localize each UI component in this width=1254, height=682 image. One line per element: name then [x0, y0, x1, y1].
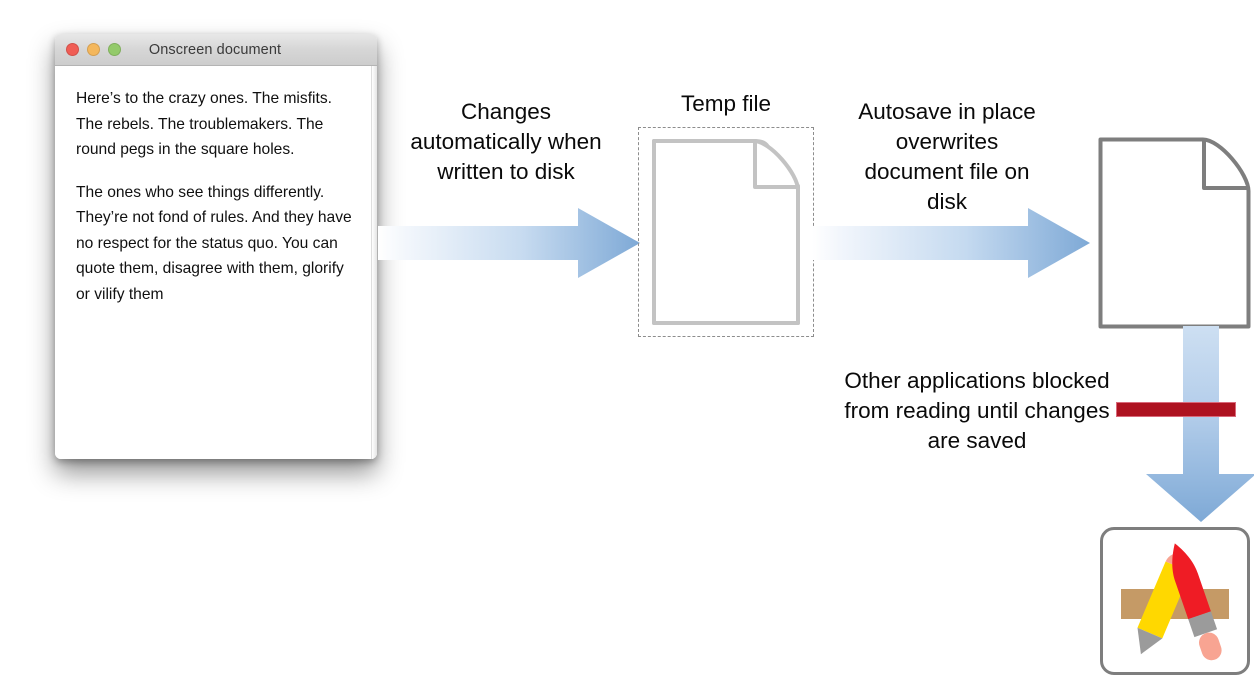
document-paragraph-2: The ones who see things differently. The…	[76, 183, 352, 303]
window-titlebar[interactable]: Onscreen document	[55, 34, 377, 66]
document-paragraph-1: Here’s to the crazy ones. The misfits. T…	[76, 90, 332, 158]
label-changes-automatically: Changes automatically when written to di…	[410, 99, 602, 184]
temp-file-group	[638, 127, 814, 337]
traffic-lights	[66, 43, 121, 56]
zoom-button-icon[interactable]	[108, 43, 121, 56]
minimize-button-icon[interactable]	[87, 43, 100, 56]
label-autosave-in-place: Autosave in place overwrites document fi…	[858, 99, 1036, 214]
close-button-icon[interactable]	[66, 43, 79, 56]
document-text-area[interactable]: Here’s to the crazy ones. The misfits. T…	[55, 66, 377, 459]
scrollbar[interactable]	[371, 66, 377, 459]
arrow-temp-to-document-icon	[812, 208, 1090, 278]
blocking-bar	[1116, 402, 1236, 417]
label-other-applications-blocked: Other applications blocked from reading …	[844, 368, 1110, 453]
red-pen-icon	[1172, 543, 1222, 661]
label-temp-file: Temp file	[680, 91, 772, 116]
arrow-document-to-temp-icon	[378, 208, 640, 278]
textedit-tools-icon[interactable]	[1100, 527, 1250, 675]
document-file-icon	[1098, 137, 1251, 329]
window-title: Onscreen document	[148, 41, 282, 58]
temp-file-document-icon	[652, 139, 800, 325]
arrow-document-to-app-icon	[1146, 326, 1254, 522]
onscreen-document-window[interactable]: Onscreen document Here’s to the crazy on…	[55, 34, 377, 459]
